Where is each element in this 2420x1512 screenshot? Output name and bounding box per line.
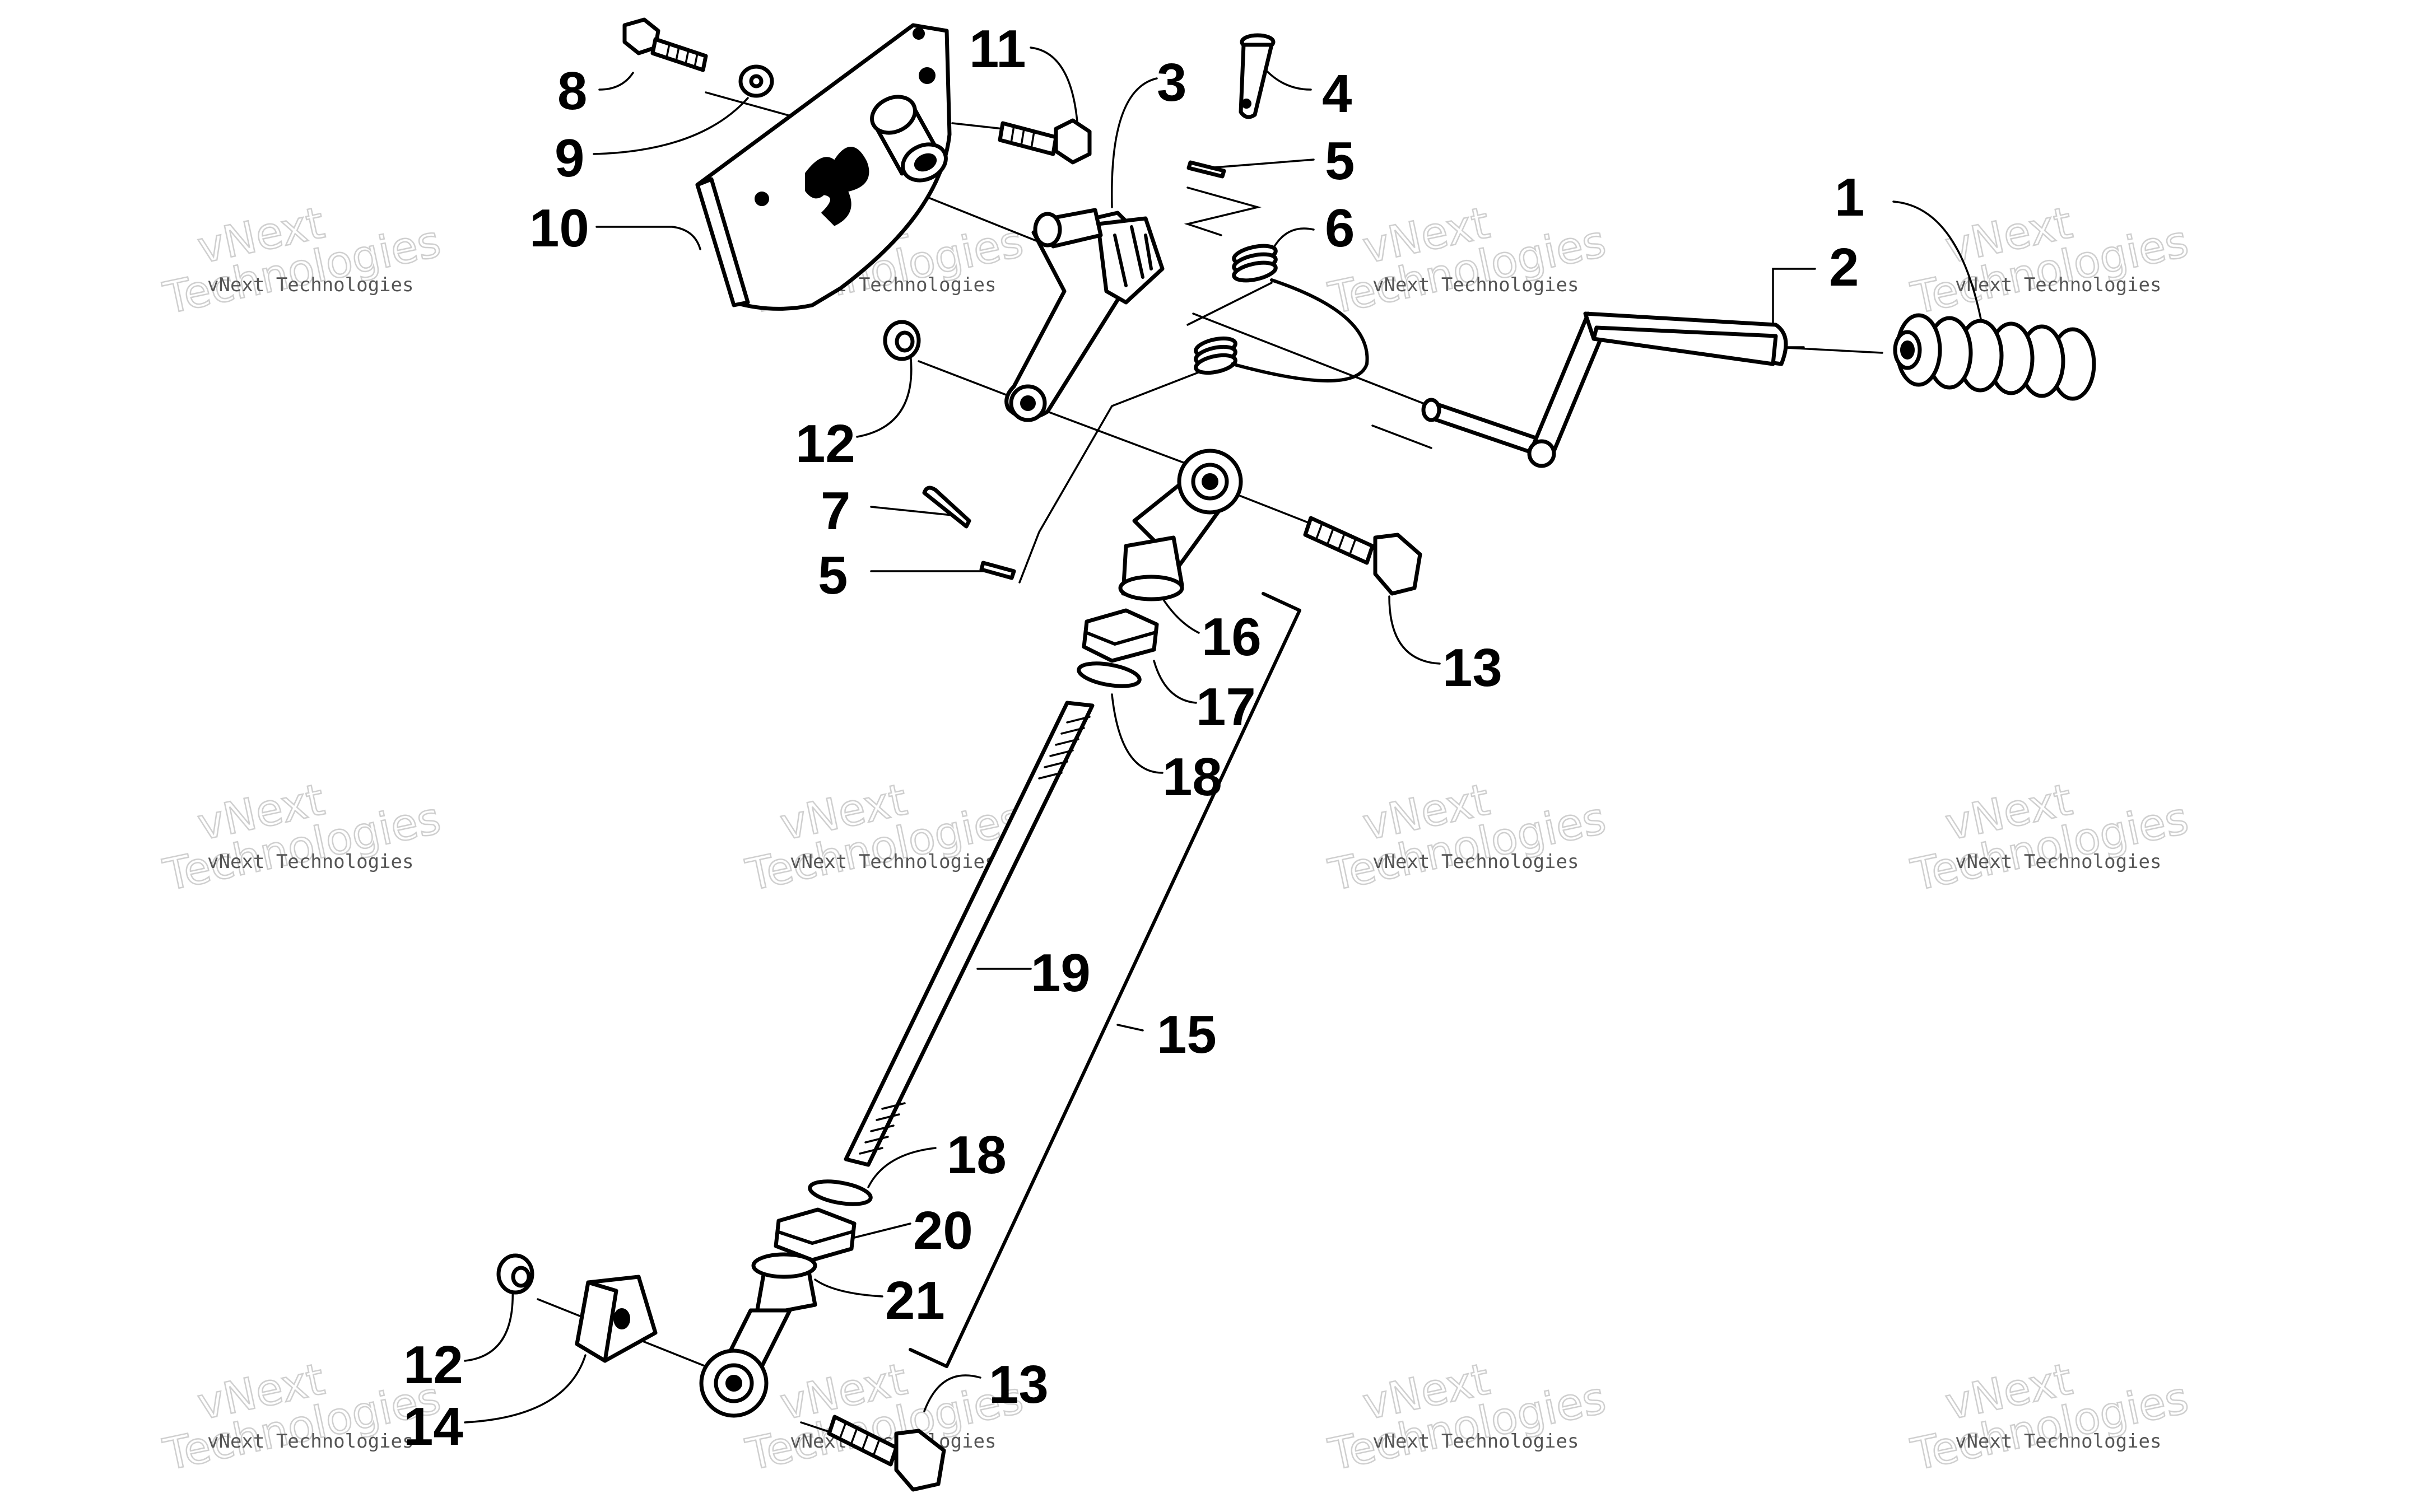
label-4: 4 bbox=[1322, 64, 1352, 124]
assembly-bracket-15 bbox=[909, 592, 1301, 1368]
label-5-top: 5 bbox=[1325, 131, 1355, 191]
part-12-nut-upper bbox=[883, 320, 921, 361]
label-8: 8 bbox=[557, 61, 587, 121]
label-19: 19 bbox=[1031, 943, 1091, 1003]
label-20: 20 bbox=[913, 1201, 973, 1261]
watermark-text: vNext Technologies bbox=[1955, 274, 2161, 296]
part-7-cotter-pin bbox=[922, 486, 971, 529]
watermark-text: vNext Technologies bbox=[207, 851, 413, 873]
watermark-text: vNext Technologies bbox=[1372, 274, 1579, 296]
part-1-grip bbox=[1893, 313, 2096, 401]
watermark-text: vNext Technologies bbox=[790, 851, 996, 873]
part-12-nut-lower bbox=[496, 1253, 534, 1295]
label-13-upper: 13 bbox=[1442, 638, 1502, 698]
part-16-rod-end-upper bbox=[1118, 449, 1243, 601]
part-13-bolt-lower bbox=[827, 1415, 946, 1492]
watermark-text: vNext Technologies bbox=[207, 274, 413, 296]
part-10-bracket-plate bbox=[695, 23, 952, 311]
part-9-washer bbox=[738, 64, 774, 98]
label-13-lower: 13 bbox=[989, 1355, 1049, 1415]
label-21: 21 bbox=[885, 1271, 945, 1331]
label-7: 7 bbox=[821, 481, 850, 541]
part-6-spring-wire bbox=[1231, 278, 1369, 382]
label-1: 1 bbox=[1835, 167, 1864, 227]
part-5-pin-bottom bbox=[979, 561, 1016, 580]
leader-lines bbox=[464, 46, 1984, 1424]
label-5-bottom: 5 bbox=[818, 545, 848, 605]
label-9: 9 bbox=[555, 128, 584, 188]
label-2: 2 bbox=[1829, 237, 1859, 297]
label-15: 15 bbox=[1157, 1005, 1217, 1065]
label-12-lower: 12 bbox=[403, 1335, 463, 1395]
label-12-upper: 12 bbox=[795, 414, 855, 474]
label-3: 3 bbox=[1157, 53, 1186, 113]
part-6-spring-upper bbox=[1232, 244, 1278, 283]
part-21-rod-end-lower bbox=[699, 1252, 817, 1418]
part-2-shift-arm bbox=[1421, 311, 1788, 468]
callout-labels: 1 2 3 4 5 6 7 5 8 9 10 11 12 13 16 17 18… bbox=[403, 19, 1864, 1457]
part-5-pin-top bbox=[1186, 160, 1226, 179]
part-17-nut bbox=[1082, 608, 1159, 663]
part-20-nut bbox=[774, 1207, 857, 1262]
label-17: 17 bbox=[1196, 677, 1256, 737]
label-18-upper: 18 bbox=[1162, 747, 1222, 807]
label-10: 10 bbox=[529, 198, 589, 258]
part-10-bushing bbox=[870, 95, 948, 183]
label-14: 14 bbox=[403, 1397, 463, 1457]
label-16: 16 bbox=[1202, 607, 1262, 667]
part-19-threaded-rod bbox=[844, 701, 1095, 1167]
part-11-bolt bbox=[998, 118, 1092, 165]
part-18-washer-upper bbox=[1077, 661, 1142, 688]
watermark-text: vNext Technologies bbox=[207, 1430, 413, 1453]
label-18-lower: 18 bbox=[947, 1125, 1007, 1185]
label-11: 11 bbox=[969, 19, 1026, 79]
part-3-shift-lever bbox=[1004, 208, 1165, 422]
watermark-text: vNext Technologies bbox=[1955, 1430, 2161, 1453]
watermark-text: vNext Technologies bbox=[1372, 851, 1579, 873]
watermark-text: vNext Technologies bbox=[1372, 1430, 1579, 1453]
bracket-leader-15 bbox=[1116, 1024, 1144, 1032]
part-18-washer-lower bbox=[808, 1179, 873, 1206]
part-4-clevis-pin bbox=[1239, 33, 1276, 119]
watermark-text: vNext Technologies bbox=[1955, 851, 2161, 873]
label-6: 6 bbox=[1325, 198, 1355, 258]
part-6-spring-lower bbox=[1194, 336, 1237, 375]
part-13-bolt-upper bbox=[1303, 516, 1422, 596]
part-14-spacer-block bbox=[575, 1275, 658, 1363]
part-8-bolt bbox=[622, 17, 708, 72]
